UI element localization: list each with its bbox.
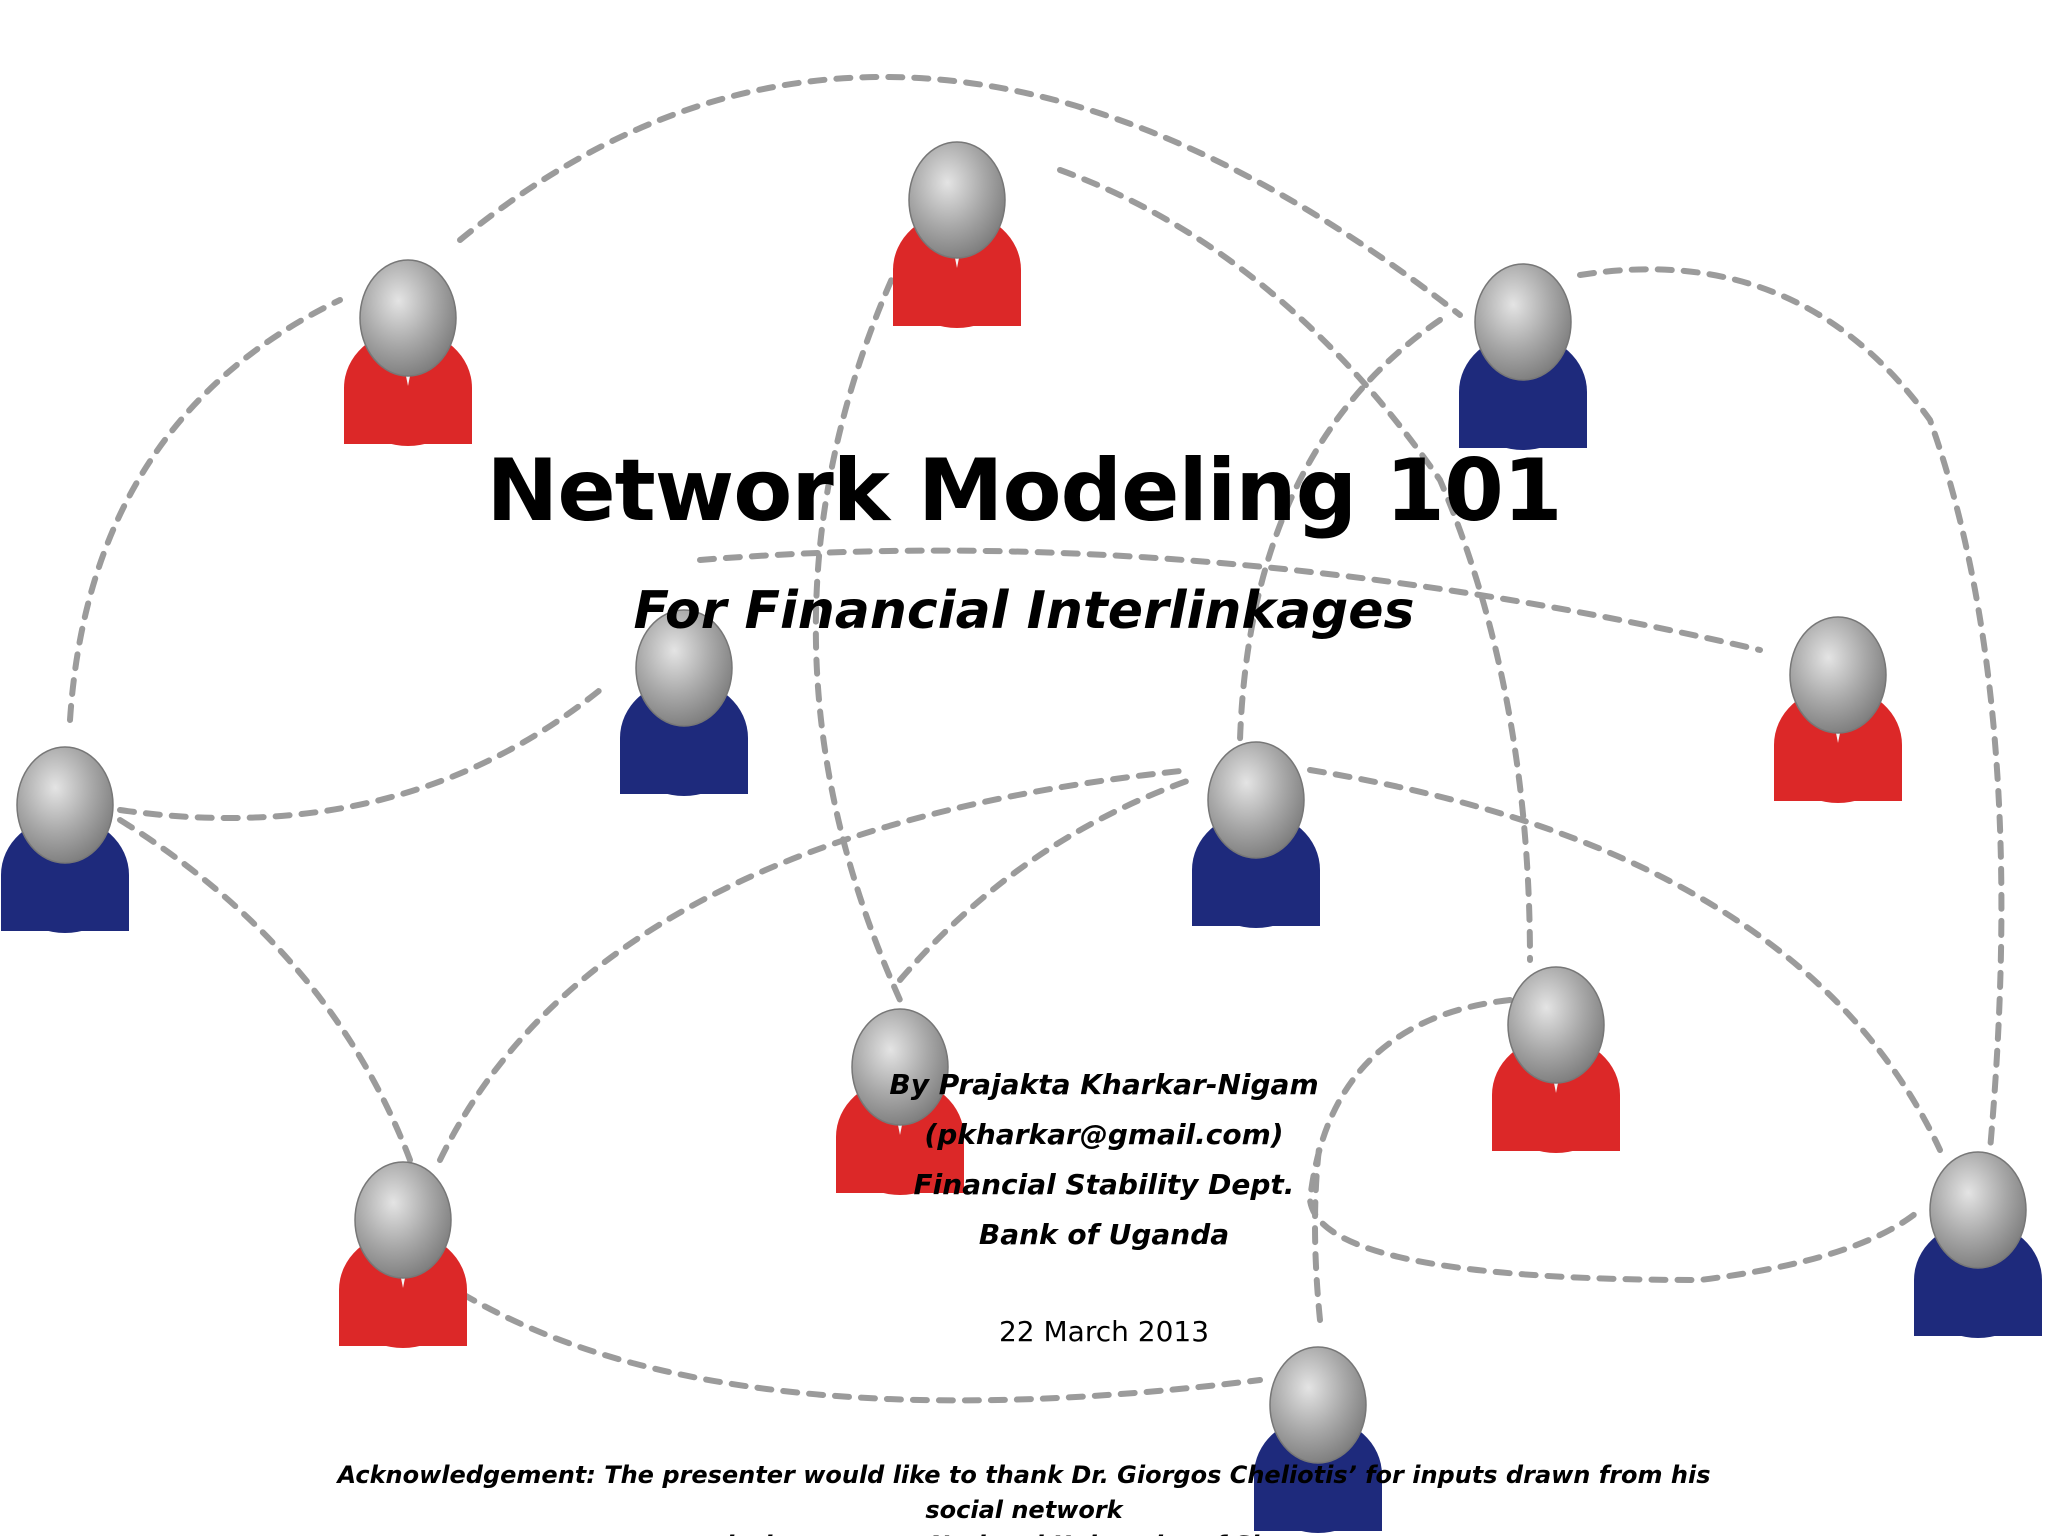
person-icon (0, 746, 130, 934)
link-left-to-bottomleft (117, 817, 413, 1163)
link-left-to-topleft (67, 297, 343, 723)
acknowledgement-line-2: analysis course at National University o… (300, 1528, 1748, 1536)
link-topright-to-mid-blue (1237, 317, 1443, 743)
person-icon (343, 259, 473, 447)
link-bottomleft-to-bottom (437, 1277, 1263, 1404)
link-mid-blue-to-rightmost (1307, 767, 1943, 1153)
presenter-byline: By Prajakta Kharkar-Nigam (889, 1068, 1319, 1101)
slide-subtitle: For Financial Interlinkages (633, 581, 1415, 641)
link-bottomleft-to-mid-blue (437, 767, 1193, 1163)
presenter-organization: Bank of Uganda (978, 1218, 1230, 1251)
acknowledgement-line-1: Acknowledgement: The presenter would lik… (337, 1461, 1711, 1524)
person-icon (892, 141, 1022, 329)
acknowledgement: Acknowledgement: The presenter would lik… (300, 1458, 1748, 1536)
person-icon (1458, 263, 1588, 451)
link-topright-to-rightmost (1577, 266, 2005, 1153)
presenter-department: Financial Stability Dept. (913, 1168, 1295, 1201)
link-topcenter-to-mid-blue (1057, 167, 1533, 963)
person-icon (338, 1161, 468, 1349)
link-left-to-center-blue (117, 687, 603, 821)
link-topleft-to-right-blue (457, 73, 1463, 318)
link-center-red-to-mid-blue (897, 777, 1193, 983)
person-icon (1773, 616, 1903, 804)
person-icon (1491, 966, 1621, 1154)
link-lower-right-loop (1306, 997, 1923, 1284)
person-icon (1913, 1151, 2043, 1339)
link-bottom-up (1312, 1137, 1323, 1323)
presentation-date: 22 March 2013 (998, 1315, 1210, 1348)
slide-title: Network Modeling 101 (486, 441, 1562, 541)
presenter-info: By Prajakta Kharkar-Nigam (pkharkar@gmai… (804, 1060, 1404, 1260)
connection-lines (67, 73, 2005, 1404)
person-icon (1191, 741, 1321, 929)
presenter-email: (pkharkar@gmail.com) (924, 1118, 1284, 1151)
